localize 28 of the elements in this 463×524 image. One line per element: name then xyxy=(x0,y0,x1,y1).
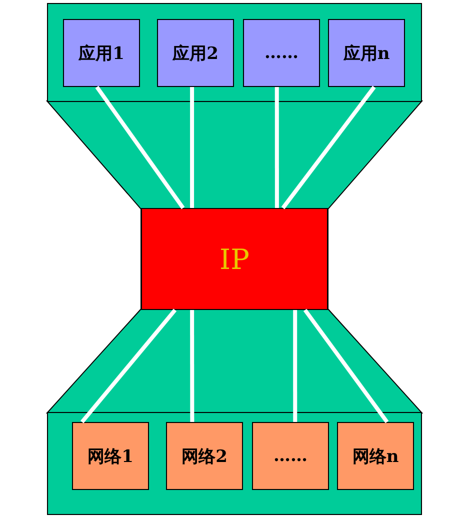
connector-line xyxy=(95,86,185,210)
layer-label: 网络2 xyxy=(182,446,228,468)
layer-label: 应用1 xyxy=(78,42,124,64)
layer-label: …… xyxy=(264,43,298,63)
connector-line xyxy=(80,308,177,424)
layer-panel xyxy=(47,412,422,515)
protocol-label: IP xyxy=(220,242,250,276)
network-box xyxy=(166,422,243,490)
layer-label: 应用2 xyxy=(172,42,218,64)
network-box xyxy=(252,422,329,490)
network-box xyxy=(337,422,414,490)
application-box xyxy=(328,19,405,87)
layer-label: …… xyxy=(274,446,308,466)
application-box xyxy=(157,19,234,87)
connector-line xyxy=(303,308,389,424)
network-box xyxy=(72,422,149,490)
connector-line xyxy=(274,87,279,208)
layer-panel xyxy=(47,3,422,102)
application-box xyxy=(63,19,140,87)
layer-label: 网络1 xyxy=(88,446,134,468)
layer-label: 应用n xyxy=(343,42,390,64)
connector-line xyxy=(281,86,376,210)
connector-line xyxy=(293,310,298,422)
application-box xyxy=(243,19,320,87)
ip-box xyxy=(141,208,328,310)
connector-line xyxy=(190,87,194,208)
layer-label: 网络n xyxy=(352,446,399,468)
connector-line xyxy=(190,310,194,422)
